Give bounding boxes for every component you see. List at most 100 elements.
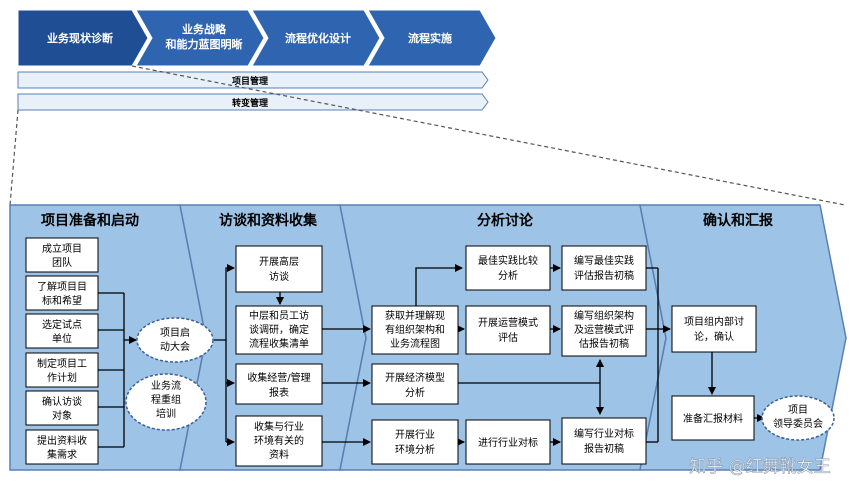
- kickoff-text: 动大会: [160, 340, 190, 353]
- task-text: 进行行业对标: [478, 436, 538, 449]
- task-text: 开展经济模型: [385, 371, 445, 384]
- task-box: [465, 419, 551, 465]
- task-text: 业务流程图: [390, 337, 440, 350]
- phase-label-3: 流程优化设计: [285, 31, 351, 45]
- stage-title-3: 分析讨论: [477, 212, 534, 229]
- phase-chevron-3: [251, 9, 381, 67]
- task-text: 最佳实践比较: [478, 254, 538, 267]
- task-box: [561, 417, 647, 465]
- task-text: 论，确认: [694, 330, 734, 343]
- kickoff-text: 项目启: [160, 326, 190, 339]
- task-box: [25, 275, 99, 311]
- phase-label-2b: 和能力蓝图明晰: [166, 37, 243, 51]
- kickoff-ellipse: 项目启 动大会: [136, 317, 214, 363]
- task-box: [235, 415, 323, 467]
- committee-text: 项目: [788, 404, 808, 416]
- task-text: 收集经营/管理: [247, 371, 310, 384]
- task-text: 报表: [269, 386, 289, 399]
- task-box: [671, 305, 757, 353]
- task-box: [561, 305, 647, 357]
- task-box: [25, 352, 99, 388]
- task-text: 选定试点: [42, 318, 82, 331]
- task-text: 评估: [498, 331, 518, 344]
- task-box: [235, 363, 323, 405]
- task-text: 分析: [405, 386, 425, 399]
- watermark: 知乎 @红舞靴女王: [689, 457, 830, 477]
- task-box: [371, 419, 459, 465]
- task-box: [25, 237, 99, 273]
- confirm-tasks: 项目组内部讨 论，确认 准备汇报材料: [671, 305, 757, 441]
- task-text: 估报告初稿: [579, 337, 629, 350]
- task-text: 中层和员工访: [249, 309, 309, 322]
- task-text: 集需求: [47, 448, 77, 461]
- task-text: 及运营模式评: [574, 323, 634, 336]
- phase-label-2a: 业务战略: [182, 22, 227, 36]
- task-box: [25, 429, 99, 465]
- analysis-col1: 获取并理解现 有组织架构和 业务流程图 开展经济模型 分析 开展行业 环境分析: [371, 305, 459, 465]
- task-text: 分析: [498, 269, 518, 282]
- task-box: [25, 390, 99, 426]
- task-box: [465, 245, 551, 291]
- task-text: 了解项目目: [37, 280, 87, 293]
- analysis-col2: 最佳实践比较 分析 开展运营模式 评估 进行行业对标: [465, 245, 551, 465]
- phase-chevron-1: [17, 9, 149, 67]
- task-text: 环境分析: [395, 443, 435, 456]
- training-ellipse: 业务流 程重组 培训: [125, 373, 207, 431]
- task-text: 准备汇报材料: [683, 412, 743, 425]
- bar-project-management: [17, 71, 489, 89]
- task-text: 编写组织架构: [574, 309, 634, 322]
- stage-title-4: 确认和汇报: [703, 212, 773, 229]
- training-text: 培训: [156, 407, 176, 420]
- phase-chevron-4: [367, 9, 497, 67]
- task-box: [235, 305, 323, 355]
- task-box: [561, 245, 647, 291]
- task-box: [371, 363, 459, 405]
- committee-text: 领导委员会: [773, 417, 823, 430]
- task-text: 编写行业对标: [574, 427, 634, 440]
- bar-label-project-management: 项目管理: [232, 75, 268, 87]
- committee-ellipse: 项目 领导委员会: [761, 395, 835, 441]
- task-text: 成立项目: [42, 242, 82, 255]
- task-text: 制定项目工: [37, 357, 87, 370]
- task-text: 环境有关的: [254, 434, 304, 447]
- task-box: [235, 245, 323, 293]
- task-text: 访谈: [269, 270, 289, 283]
- prep-tasks: 成立项目 团队 了解项目目 标和希望 选定试点 单位 制定项目工 作计划 确认访…: [25, 237, 99, 465]
- phase-label-4: 流程实施: [408, 31, 452, 45]
- task-text: 编写最佳实践: [574, 254, 634, 267]
- management-bars: 项目管理 转变管理: [17, 71, 489, 111]
- task-text: 收集与行业: [254, 420, 304, 433]
- task-text: 确认访谈: [42, 395, 82, 408]
- task-text: 报告初稿: [584, 442, 624, 455]
- task-text: 对象: [52, 409, 72, 422]
- bar-change-management: [17, 93, 489, 111]
- connectors: [98, 264, 765, 448]
- task-box: [465, 305, 551, 355]
- bar-label-change-management: 转变管理: [232, 97, 268, 109]
- task-text: 提出资料收: [37, 434, 87, 447]
- task-text: 获取并理解现: [385, 309, 445, 322]
- task-box: [25, 313, 99, 349]
- interview-tasks: 开展高层 访谈 中层和员工访 谈调研，确定 流程收集清单 收集经营/管理 报表 …: [235, 245, 323, 467]
- phase-chevron-2: [135, 9, 265, 67]
- task-text: 开展运营模式: [478, 316, 538, 329]
- task-text: 开展行业: [395, 428, 435, 441]
- task-text: 评估报告初稿: [574, 269, 634, 282]
- stage-title-2: 访谈和资料收集: [219, 212, 318, 229]
- task-text: 有组织架构和: [385, 323, 445, 336]
- task-text: 谈调研，确定: [249, 323, 309, 336]
- task-box: [671, 395, 755, 441]
- stage-title-1: 项目准备和启动: [41, 212, 139, 229]
- task-text: 流程收集清单: [249, 337, 309, 350]
- analysis-col3: 编写最佳实践 评估报告初稿 编写组织架构 及运营模式评 估报告初稿 编写行业对标…: [561, 245, 647, 465]
- zoom-line-left: [9, 109, 19, 206]
- task-text: 作计划: [47, 371, 77, 384]
- task-box: [371, 305, 459, 355]
- phase-label-1: 业务现状诊断: [47, 31, 113, 45]
- task-text: 单位: [52, 332, 72, 345]
- task-text: 资料: [269, 448, 289, 461]
- task-text: 项目组内部讨: [684, 315, 744, 328]
- zoom-line-right: [131, 65, 846, 206]
- task-text: 团队: [52, 256, 72, 269]
